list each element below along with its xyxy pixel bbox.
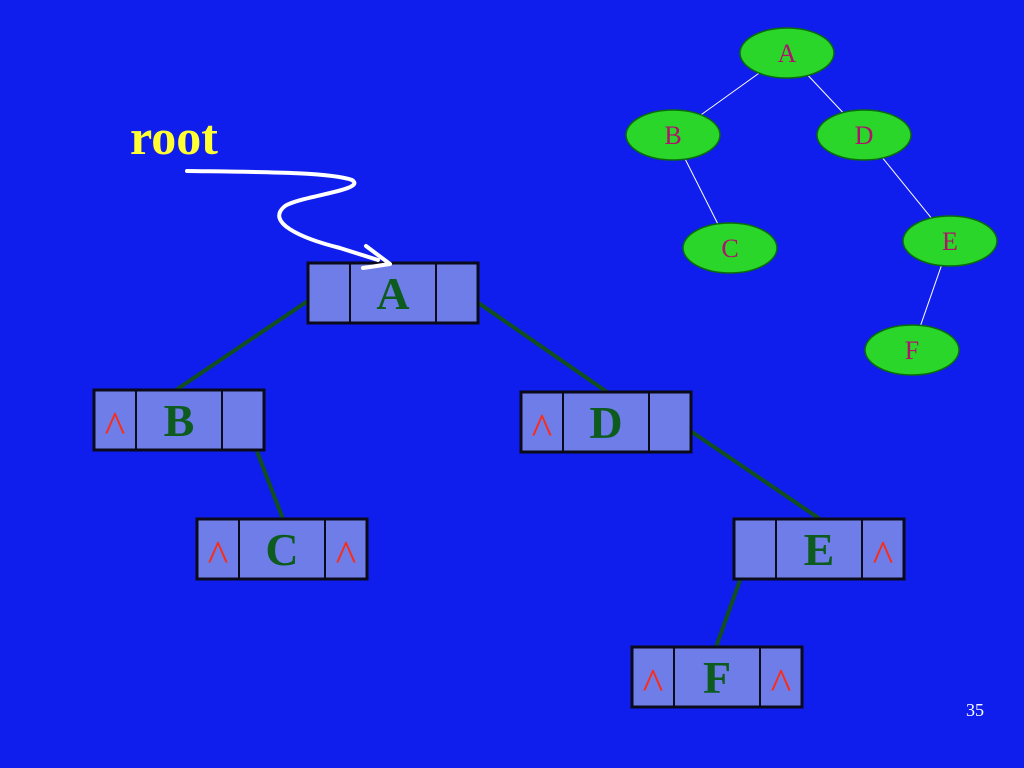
node-data-label: D [589,397,622,448]
node-data-label: C [265,524,298,575]
node-box [195,517,369,581]
tree-node-ellipse [739,27,835,79]
tree-edge-b-c [684,158,719,225]
link-a-right-to-d [455,286,609,394]
linked-edges [174,286,822,649]
node-data-label: A [376,268,409,319]
page-number: 35 [966,700,984,720]
tree-edges [684,72,942,326]
tree-node-label: D [855,121,874,150]
tree-node-label: B [664,121,681,150]
tree-node-b: B [625,109,721,161]
root-pointer-curve [185,169,380,262]
arrowhead-icon [361,244,392,270]
null-pointer-right: ^ [336,532,357,581]
tree-edge-e-f [920,265,942,326]
link-a-left-to-b [174,286,329,392]
tree-node-ellipse [682,222,778,274]
null-pointer-right: ^ [873,532,894,581]
tree-node-label: C [721,234,738,263]
tree-node-ellipse [864,324,960,376]
linked-nodes: AB^D^C^^E^F^^ [92,261,906,709]
linked-node-b: B^ [92,388,266,452]
tree-node-label: A [778,39,797,68]
tree-node-label: F [905,336,919,365]
node-data-label: F [703,652,731,703]
null-pointer-left: ^ [208,532,229,581]
node-data-label: B [164,395,195,446]
null-pointer-left: ^ [643,660,664,709]
node-box [92,388,266,452]
tree-node-e: E [902,215,998,267]
tree-node-ellipse [816,109,912,161]
tree-nodes: A B D C E F [625,27,998,376]
link-d-right-to-e [668,415,822,521]
linked-node-a: A [306,261,480,325]
root-pointer [185,169,392,270]
tree-node-label: E [942,227,958,256]
node-box [306,261,480,325]
null-pointer-left: ^ [532,405,553,454]
tree-edge-a-b [700,72,760,116]
tree-node-c: C [682,222,778,274]
node-box [519,390,693,454]
tree-edge-a-d [807,75,844,113]
linked-node-f: F ^ ^ [630,645,804,709]
linked-node-e: E^ [732,517,906,581]
node-box [630,645,804,709]
tree-edge-d-e [882,157,932,219]
linked-node-d: D^ [519,390,693,454]
node-box [732,517,906,581]
null-pointer-left: ^ [105,403,126,452]
null-pointer-right: ^ [771,660,792,709]
tree-node-ellipse [902,215,998,267]
linked-node-c: C ^ ^ [195,517,369,581]
tree-node-f: F [864,324,960,376]
root-label: root [130,109,218,165]
tree-node-d: D [816,109,912,161]
tree-node-ellipse [625,109,721,161]
node-data-label: E [804,524,835,575]
tree-node-a: A [739,27,835,79]
